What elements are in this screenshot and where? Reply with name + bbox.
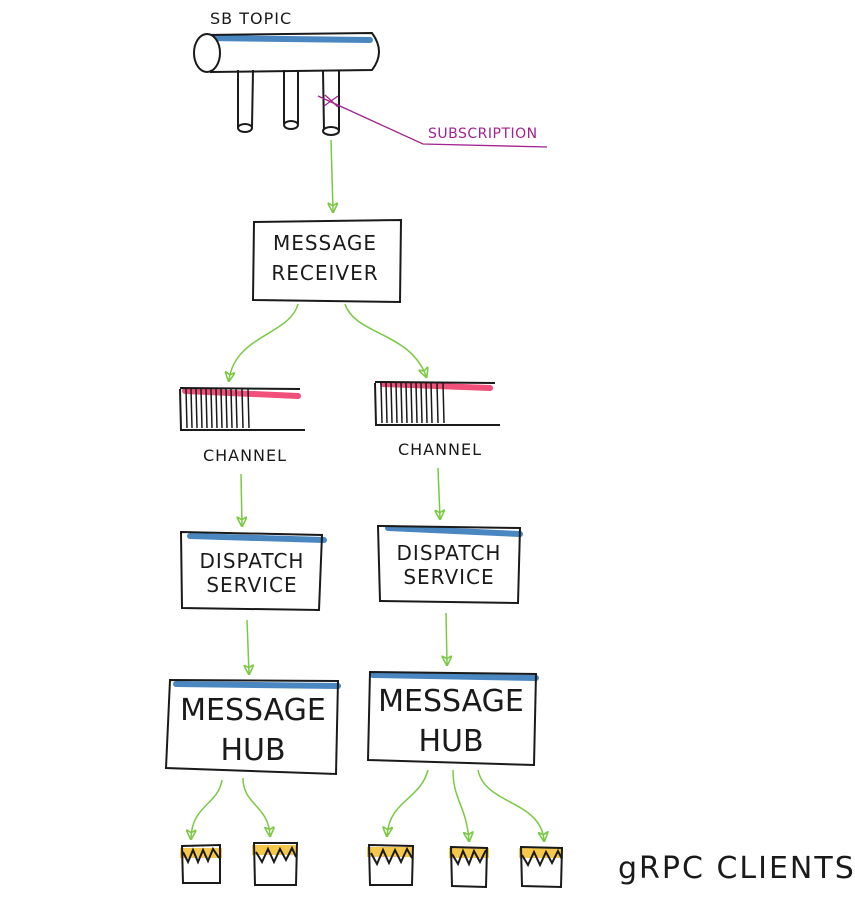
dispatch-right-label-2: SERVICE: [403, 565, 494, 589]
hub-left-label-2: HUB: [220, 733, 285, 768]
subscription-label: SUBSCRIPTION: [428, 126, 538, 142]
message-receiver: MESSAGE RECEIVER: [251, 218, 403, 304]
hub-left-label-1: MESSAGE: [180, 693, 326, 728]
grpc-client-4: [449, 845, 489, 889]
receiver-label-1: MESSAGE: [273, 231, 377, 255]
arrow-hub-to-client-2: [242, 777, 270, 835]
sb-topic: SB TOPIC: [193, 9, 380, 136]
arrow-hub-to-client-3: [387, 769, 429, 835]
arrow-dispatch-to-hub-left: [247, 619, 249, 673]
grpc-clients-label: gRPC CLIENTS: [618, 851, 855, 886]
channel-right-label: CHANNEL: [398, 440, 482, 459]
channel-right: CHANNEL: [374, 381, 500, 459]
arrow-channel-to-dispatch-left: [241, 473, 242, 525]
channel-left: CHANNEL: [179, 387, 305, 465]
arrow-hub-to-client-1: [191, 779, 223, 838]
subscription-tubes: [237, 69, 340, 136]
grpc-client-3: [367, 843, 415, 886]
grpc-client-1: [180, 843, 222, 884]
dispatch-left-label-2: SERVICE: [206, 573, 297, 597]
subscription-callout: SUBSCRIPTION: [317, 94, 548, 148]
arrow-receiver-to-channel-left: [229, 303, 299, 380]
topic-label: SB TOPIC: [210, 9, 292, 28]
message-hub-left: MESSAGE HUB: [164, 678, 341, 776]
dispatch-right-label-1: DISPATCH: [397, 541, 502, 565]
dispatch-service-left: DISPATCH SERVICE: [179, 530, 327, 612]
arrow-hub-to-client-5: [477, 769, 544, 840]
receiver-label-2: RECEIVER: [271, 261, 378, 285]
arrow-hub-to-client-4: [452, 769, 469, 840]
grpc-client-2: [252, 842, 299, 886]
arrow-channel-to-dispatch-right: [438, 467, 440, 518]
arrow-receiver-to-channel-right: [344, 303, 426, 376]
arrow-topic-to-receiver: [331, 139, 333, 211]
arrow-dispatch-to-hub-right: [446, 612, 447, 664]
grpc-client-5: [519, 845, 564, 889]
dispatch-left-label-1: DISPATCH: [200, 549, 305, 573]
message-hub-right: MESSAGE HUB: [366, 670, 539, 767]
dispatch-service-right: DISPATCH SERVICE: [376, 524, 523, 605]
hub-right-label-2: HUB: [418, 724, 483, 759]
channel-left-label: CHANNEL: [203, 446, 287, 465]
hub-right-label-1: MESSAGE: [378, 684, 524, 719]
